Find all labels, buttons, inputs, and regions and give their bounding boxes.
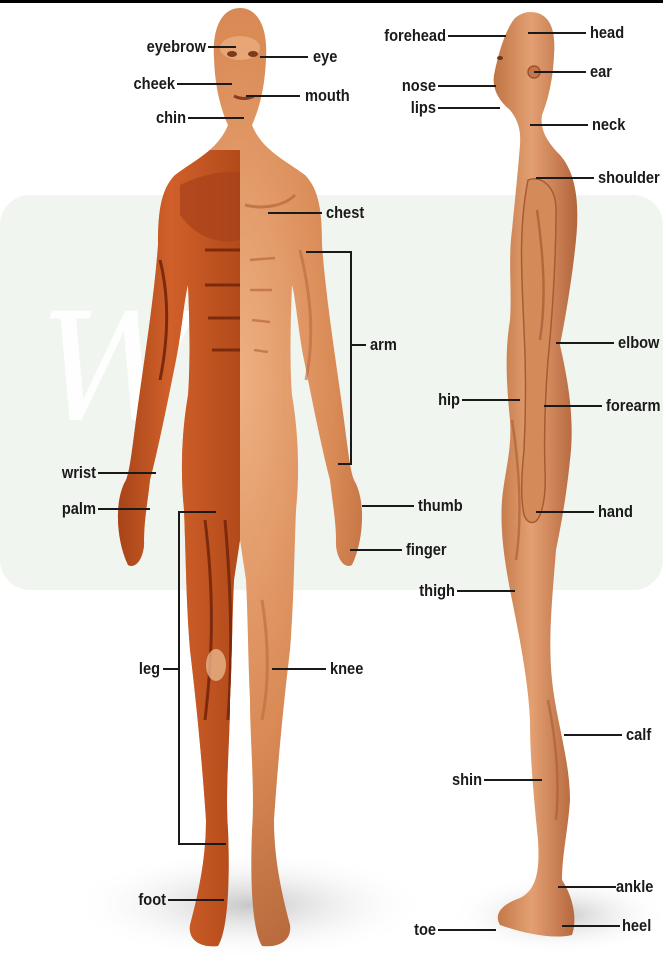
label-neck: neck bbox=[592, 115, 625, 135]
label-nose: nose bbox=[388, 76, 436, 96]
label-shoulder: shoulder bbox=[598, 168, 660, 188]
label-calf: calf bbox=[626, 725, 651, 745]
label-knee: knee bbox=[330, 659, 363, 679]
label-eye: eye bbox=[313, 47, 337, 67]
label-ear: ear bbox=[590, 62, 612, 82]
label-lips: lips bbox=[388, 98, 436, 118]
label-leg: leg bbox=[117, 659, 160, 679]
label-ankle: ankle bbox=[616, 877, 653, 897]
label-toe: toe bbox=[388, 920, 436, 940]
label-thigh: thigh bbox=[403, 581, 455, 601]
label-heel: heel bbox=[622, 916, 651, 936]
label-head: head bbox=[590, 23, 624, 43]
label-forearm: forearm bbox=[606, 396, 660, 416]
label-eyebrow: eyebrow bbox=[111, 37, 206, 57]
label-shin: shin bbox=[429, 770, 482, 790]
label-cheek: cheek bbox=[111, 74, 176, 94]
label-hip: hip bbox=[412, 390, 460, 410]
side-figure bbox=[494, 12, 578, 937]
label-thumb: thumb bbox=[418, 496, 463, 516]
label-chin: chin bbox=[138, 108, 186, 128]
label-arm: arm bbox=[370, 335, 397, 355]
label-foot: foot bbox=[118, 890, 166, 910]
label-finger: finger bbox=[406, 540, 447, 560]
label-forehead: forehead bbox=[369, 26, 446, 46]
label-elbow: elbow bbox=[618, 333, 659, 353]
label-wrist: wrist bbox=[39, 463, 96, 483]
label-hand: hand bbox=[598, 502, 633, 522]
label-chest: chest bbox=[326, 203, 364, 223]
label-palm: palm bbox=[39, 499, 96, 519]
label-mouth: mouth bbox=[305, 86, 350, 106]
